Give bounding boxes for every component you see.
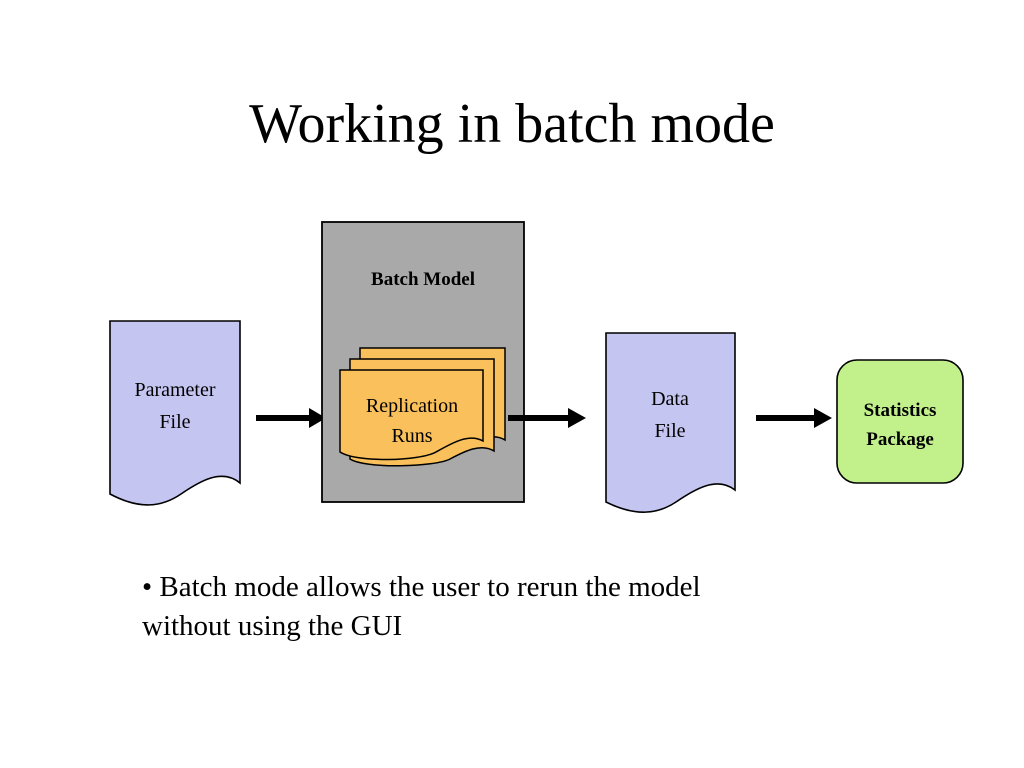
statistics-package-label-line2: Package xyxy=(866,429,934,450)
replication-runs-document-front xyxy=(339,369,484,461)
page-title: Working in batch mode xyxy=(249,93,775,155)
batch-model-label: Batch Model xyxy=(371,269,475,290)
replication-runs-label-line1: Replication xyxy=(366,395,458,417)
bullet-item-line2: without using the GUI xyxy=(142,609,403,642)
parameter-file-document-shape xyxy=(109,320,241,506)
statistics-package-rounded-rectangle xyxy=(836,359,964,484)
data-file-document-shape xyxy=(605,332,736,513)
parameter-file-label-line2: File xyxy=(159,411,190,433)
arrow-head xyxy=(568,408,586,428)
bullet-item-line1: • Batch mode allows the user to rerun th… xyxy=(142,571,701,603)
data-file-label-line1: Data xyxy=(651,388,689,410)
data-file-label-line2: File xyxy=(654,420,685,442)
node-statistics-package[interactable]: Statistics Package xyxy=(836,359,964,484)
arrow-parameter-to-batch xyxy=(256,408,326,428)
node-parameter-file[interactable]: Parameter File xyxy=(109,320,241,506)
statistics-package-label-line1: Statistics xyxy=(864,400,937,421)
replication-runs-label-line2: Runs xyxy=(391,425,432,447)
node-replication-runs[interactable]: Replication Runs xyxy=(339,347,506,467)
node-data-file[interactable]: Data File xyxy=(605,332,736,513)
bullet-list: • Batch mode allows the user to rerun th… xyxy=(142,568,902,645)
arrow-data-to-statistics xyxy=(756,408,832,428)
parameter-file-label-line1: Parameter xyxy=(134,379,215,401)
arrow-head xyxy=(814,408,832,428)
batch-mode-flow-diagram: Parameter File Batch Model Replication R… xyxy=(109,221,964,513)
arrow-head xyxy=(309,408,326,428)
arrow-batch-to-data xyxy=(508,408,586,428)
